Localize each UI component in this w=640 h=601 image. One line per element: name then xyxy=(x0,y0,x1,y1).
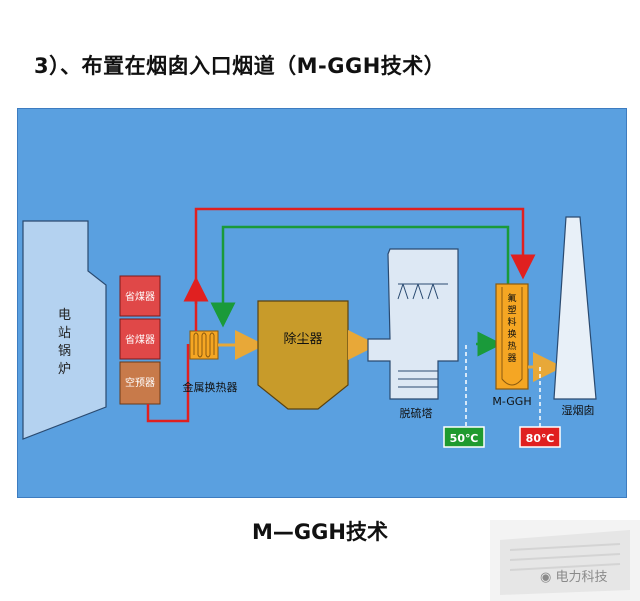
mggh-label: M-GGH xyxy=(492,395,531,408)
economizer-2-label: 省煤器 xyxy=(125,333,155,346)
power-station-boiler: 电 站 锅 炉 xyxy=(22,220,107,440)
mggh-char-6: 器 xyxy=(507,353,516,364)
watermark-building-image xyxy=(490,520,640,601)
metal-hx-label: 金属换热器 xyxy=(183,380,238,394)
boiler-char-1: 电 xyxy=(58,308,71,323)
flue-gas-line-red xyxy=(146,344,190,423)
diagram-caption: M—GGH技术 xyxy=(252,520,388,544)
desulfurization-label: 脱硫塔 xyxy=(400,406,433,420)
mggh-char-4: 换 xyxy=(507,328,516,340)
mggh-char-5: 热 xyxy=(507,340,516,352)
boiler-char-3: 锅 xyxy=(58,343,71,359)
metal-heat-exchanger: 金属换热器 xyxy=(183,330,238,394)
slide-heading: 3）、布置在烟囱入口烟道（M-GGH技术） xyxy=(34,54,446,78)
mggh-char-3: 料 xyxy=(507,316,516,328)
mggh-char-1: 氟 xyxy=(507,292,516,304)
wechat-icon: ◉ xyxy=(540,570,552,585)
temp-50-label: 50℃ xyxy=(450,432,479,445)
economizer-1-label: 省煤器 xyxy=(125,290,155,303)
mggh-char-2: 塑 xyxy=(507,305,516,316)
dust-collector-label: 除尘器 xyxy=(283,332,322,347)
desulfurization-tower: 脱硫塔 xyxy=(367,248,459,420)
watermark-text: 电力科技 xyxy=(555,570,608,585)
temp-badge-50: 50℃ xyxy=(443,426,485,448)
mggh-heat-exchanger: 氟 塑 料 换 热 器 M-GGH xyxy=(492,283,532,408)
boiler-char-2: 站 xyxy=(58,326,71,341)
temp-80-label: 80℃ xyxy=(526,432,555,445)
diagram-panel: 电 站 锅 炉 省煤器 省煤器 空预器 金属换热器 xyxy=(17,108,627,498)
boiler-char-4: 炉 xyxy=(58,362,71,377)
temp-badge-80: 80℃ xyxy=(519,426,561,448)
wet-stack-label: 湿烟囱 xyxy=(562,403,595,417)
heat-medium-line-red xyxy=(194,207,536,331)
boiler-tail-equipment: 省煤器 省煤器 空预器 xyxy=(119,275,161,405)
air-preheater-label: 空预器 xyxy=(125,376,155,389)
dust-collector: 除尘器 xyxy=(257,300,349,410)
wet-stack: 湿烟囱 xyxy=(553,216,597,417)
watermark-brand: ◉ 电力科技 xyxy=(540,566,608,585)
flow-diagram: 电 站 锅 炉 省煤器 省煤器 空预器 金属换热器 xyxy=(22,207,597,448)
